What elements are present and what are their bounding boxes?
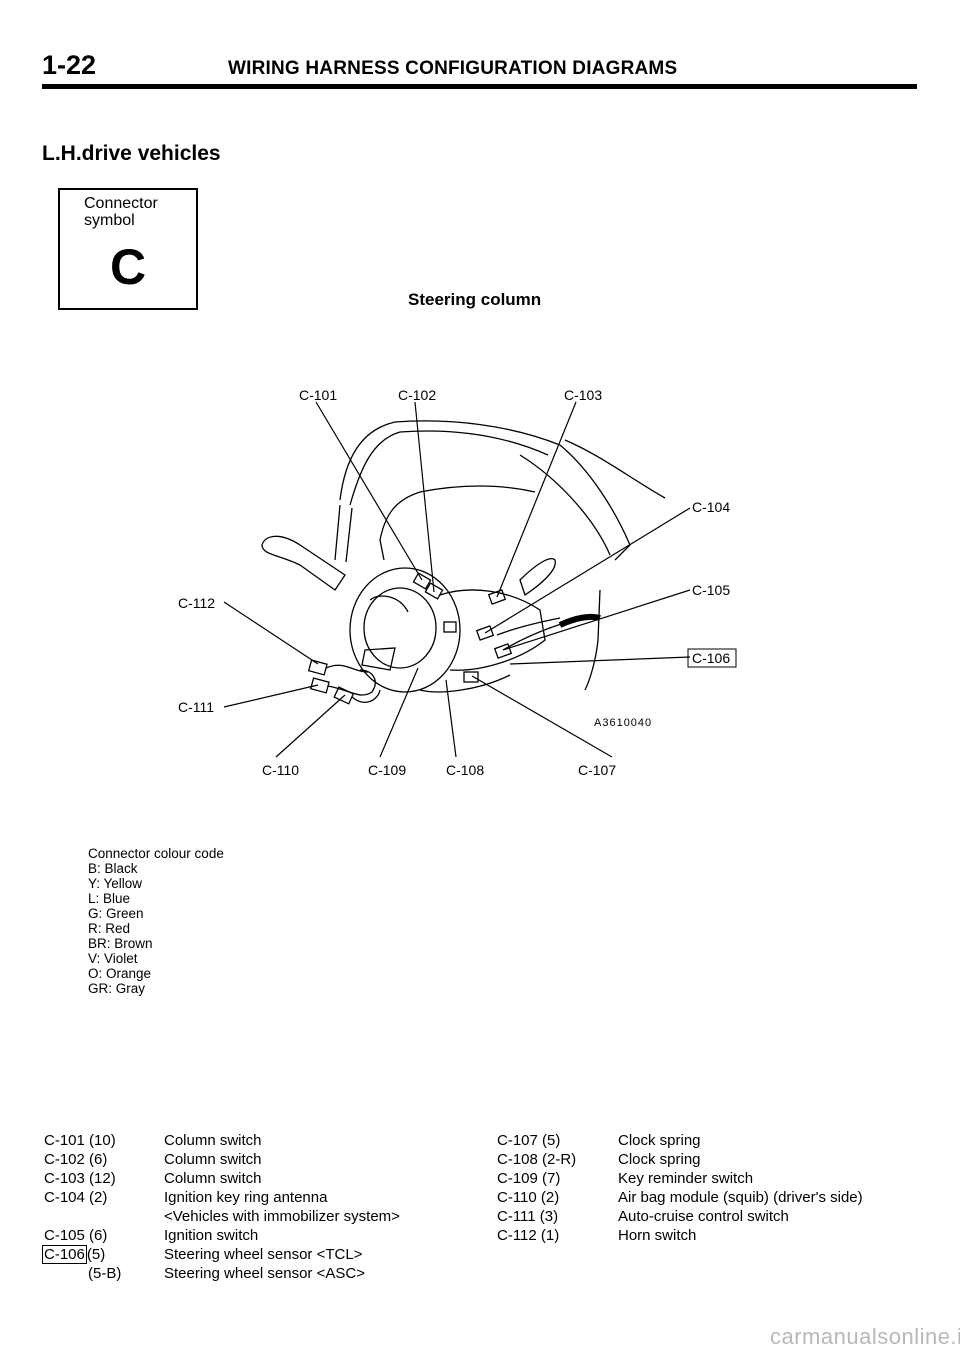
callout-c104: C-104 bbox=[692, 499, 730, 515]
colour-code-entry: G: Green bbox=[88, 906, 144, 921]
connector-desc: Air bag module (squib) (driver's side) bbox=[618, 1189, 863, 1206]
connector-desc: Clock spring bbox=[618, 1132, 701, 1149]
callout-c109: C-109 bbox=[368, 762, 406, 778]
page-title: WIRING HARNESS CONFIGURATION DIAGRAMS bbox=[228, 58, 678, 79]
steering-column-diagram: C-101 C-102 C-103 C-104 C-105 C-106 C-10… bbox=[178, 387, 737, 778]
connector-symbol-box: Connector symbol C bbox=[58, 188, 198, 310]
callout-c103: C-103 bbox=[564, 387, 602, 403]
connector-list-left-codes: C-101 (10) C-102 (6) C-103 (12) C-104 (2… bbox=[42, 1131, 121, 1283]
colour-code-entry: R: Red bbox=[88, 921, 131, 936]
callout-c101: C-101 bbox=[299, 387, 337, 403]
connector-code: C-102 (6) bbox=[44, 1151, 108, 1168]
harness-tape bbox=[558, 613, 601, 628]
connector-desc: Column switch bbox=[164, 1170, 262, 1187]
connector-desc: Key reminder switch bbox=[618, 1170, 754, 1187]
figure-code: A3610040 bbox=[594, 717, 652, 729]
connector-symbol-label: Connector symbol bbox=[84, 195, 158, 229]
header-rule bbox=[42, 84, 917, 89]
colour-code-entry: Y: Yellow bbox=[88, 876, 143, 891]
connector-code: C-101 (10) bbox=[44, 1132, 116, 1149]
colour-code-entry: B: Black bbox=[88, 861, 138, 876]
connector-code: C-112 (1) bbox=[497, 1227, 560, 1244]
connector-desc: <Vehicles with immobilizer system> bbox=[164, 1208, 400, 1225]
colour-code-entry: GR: Gray bbox=[88, 981, 146, 996]
connector-desc: Column switch bbox=[164, 1151, 262, 1168]
connector-code-c106-asc: (5-B) bbox=[44, 1264, 121, 1283]
connector-code: C-105 (6) bbox=[44, 1227, 108, 1244]
connector-code: C-104 (2) bbox=[44, 1189, 108, 1206]
callout-c112: C-112 bbox=[178, 595, 215, 611]
page-number: 1-22 bbox=[42, 50, 97, 80]
callout-c106-box bbox=[687, 648, 737, 668]
connector-pins: (5) bbox=[86, 1246, 106, 1263]
colour-code-entry: BR: Brown bbox=[88, 936, 153, 951]
colour-code-legend: Connector colour code B: Black Y: Yellow… bbox=[88, 846, 224, 996]
connector-symbol-letter: C bbox=[109, 239, 147, 295]
connector-code: C-107 (5) bbox=[497, 1132, 561, 1149]
connector-code-boxed: C-106 bbox=[42, 1245, 87, 1264]
column-cover-drawing bbox=[261, 420, 666, 705]
connector-code bbox=[44, 1207, 121, 1226]
callout-c106: C-106 bbox=[692, 650, 730, 666]
connector-desc: Column switch bbox=[164, 1132, 262, 1149]
colour-code-entry: L: Blue bbox=[88, 891, 131, 906]
connector-code: C-109 (7) bbox=[497, 1170, 561, 1187]
watermark: carmanualsonline.info bbox=[770, 1324, 960, 1349]
callout-c105: C-105 bbox=[692, 582, 730, 598]
callout-c110: C-110 bbox=[262, 762, 299, 778]
callout-c108: C-108 bbox=[446, 762, 484, 778]
connector-code: C-111 (3) bbox=[497, 1208, 559, 1225]
colour-code-title: Connector colour code bbox=[88, 846, 224, 861]
connector-code: C-108 (2-R) bbox=[497, 1151, 577, 1168]
section-title: L.H.drive vehicles bbox=[42, 142, 221, 165]
connector-desc: Ignition key ring antenna bbox=[164, 1189, 328, 1206]
connector-desc: Steering wheel sensor <TCL> bbox=[164, 1246, 363, 1263]
connector-desc: Steering wheel sensor <ASC> bbox=[164, 1265, 365, 1282]
connector-list-right-codes: C-107 (5) C-108 (2-R) C-109 (7) C-110 (2… bbox=[497, 1131, 576, 1245]
connector-desc: Horn switch bbox=[618, 1227, 697, 1244]
callout-c107: C-107 bbox=[578, 762, 616, 778]
diagram-title: Steering column bbox=[408, 290, 542, 309]
connector-desc: Auto-cruise control switch bbox=[618, 1208, 789, 1225]
connector-desc: Clock spring bbox=[618, 1151, 701, 1168]
connector-pins: (5-B) bbox=[88, 1265, 122, 1282]
connector-code-c106: C-106(5) bbox=[42, 1245, 121, 1264]
callout-c111: C-111 bbox=[178, 699, 214, 715]
leader-lines bbox=[223, 401, 691, 758]
callout-c102: C-102 bbox=[398, 387, 436, 403]
connector-code: C-110 (2) bbox=[497, 1189, 560, 1206]
connector-list-left-descriptions: Column switch Column switch Column switc… bbox=[164, 1131, 400, 1283]
colour-code-entry: V: Violet bbox=[88, 951, 138, 966]
colour-code-entry: O: Orange bbox=[88, 966, 152, 981]
connector-desc: Ignition switch bbox=[164, 1227, 259, 1244]
connector-list-right-descriptions: Clock spring Clock spring Key reminder s… bbox=[618, 1131, 863, 1245]
connector-code: C-103 (12) bbox=[44, 1170, 116, 1187]
